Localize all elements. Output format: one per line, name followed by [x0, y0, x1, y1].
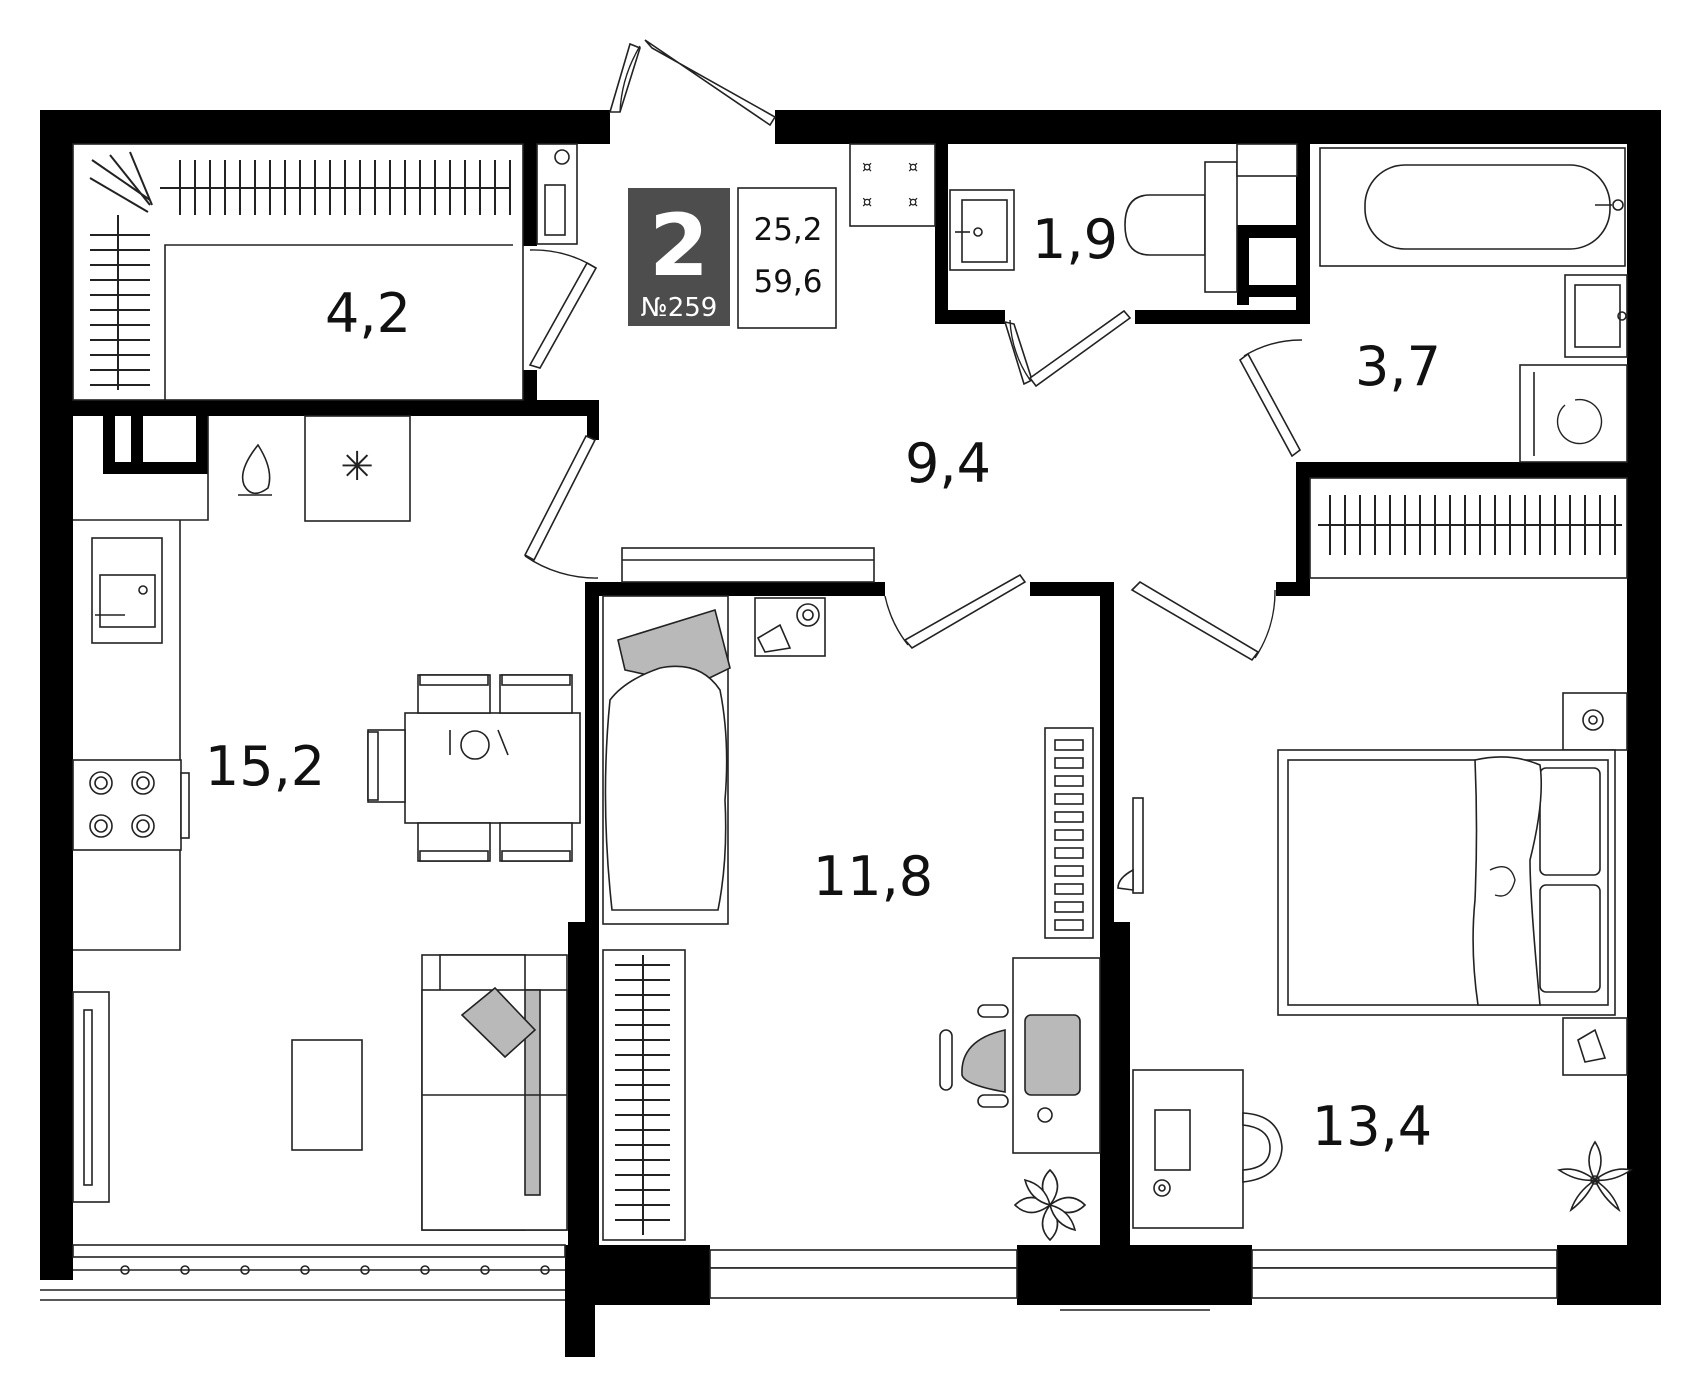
apartment-badge: 2 №259 25,2 59,6 [628, 187, 837, 329]
total-area: 59,6 [753, 264, 822, 300]
large-bedroom-furniture [1117, 477, 1634, 1229]
room-area-large-bedroom: 13,4 [1312, 1095, 1432, 1158]
room-area-wardrobe: 4,2 [325, 282, 411, 345]
bathroom-furniture [1319, 147, 1628, 463]
room-area-toilet: 1,9 [1032, 208, 1118, 271]
room-area-kitchen-living: 15,2 [205, 735, 325, 798]
rooms-count: 2 [649, 196, 709, 296]
living-area: 25,2 [753, 212, 822, 248]
hallway-furniture: ¤ ¤ ¤ ¤ [621, 143, 936, 583]
wardrobe-furniture [72, 143, 578, 401]
toilet-furniture [949, 143, 1298, 293]
svg-text:¤: ¤ [908, 192, 918, 211]
windows [40, 1244, 1558, 1311]
apartment-number: №259 [641, 293, 718, 323]
doors [523, 39, 1303, 662]
small-bedroom-furniture [602, 595, 1101, 1242]
svg-text:¤: ¤ [862, 192, 872, 211]
svg-text:✳: ✳ [340, 444, 374, 490]
svg-text:¤: ¤ [908, 157, 918, 176]
room-area-bathroom: 3,7 [1355, 335, 1441, 398]
room-area-small-bedroom: 11,8 [813, 845, 933, 908]
kitchen-furniture: ✳ [72, 415, 581, 1231]
room-labels: 4,2 1,9 3,7 9,4 15,2 11,8 13,4 [205, 208, 1441, 1158]
room-area-hallway: 9,4 [905, 432, 991, 495]
walls [40, 110, 1661, 1357]
badge-box [628, 188, 730, 326]
svg-text:¤: ¤ [862, 157, 872, 176]
